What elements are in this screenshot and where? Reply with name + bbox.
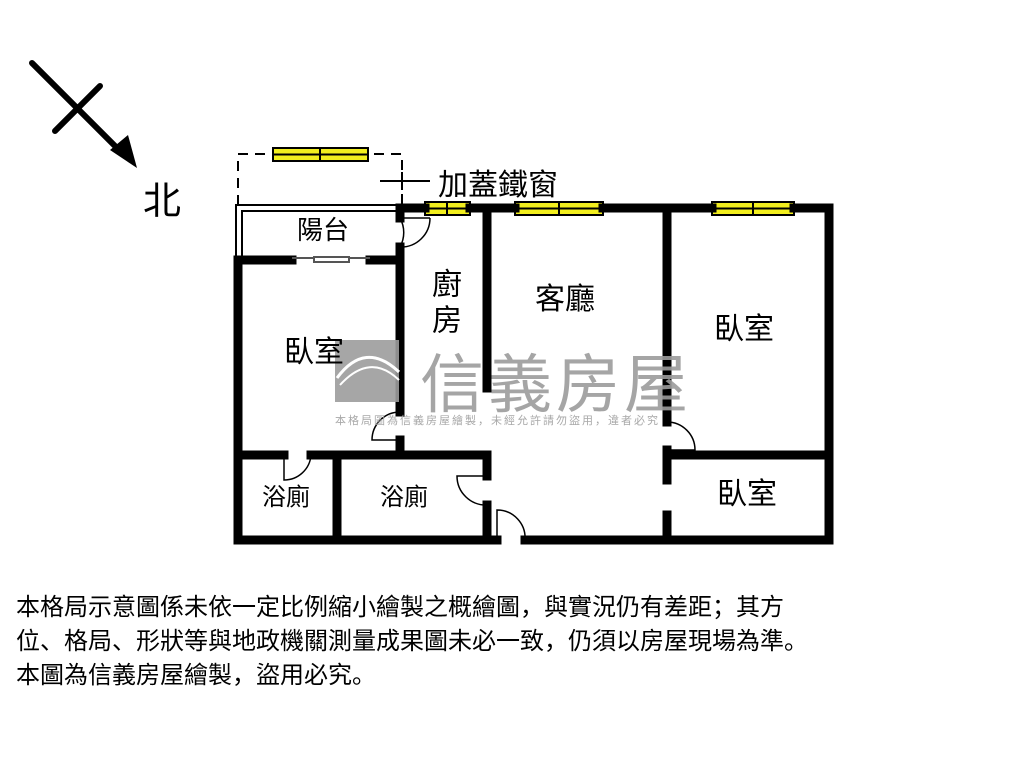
arrow-head-icon [110,135,137,168]
north-arrow-icon [29,60,125,156]
disclaimer-line: 位、格局、形狀等與地政機關測量成果圖未必一致，仍須以房屋現場為準。 [16,627,808,655]
iron-window-label: 加蓋鐵窗 [438,168,558,203]
room-label-bedroom-left: 臥室 [284,335,344,370]
disclaimer-line: 本格局示意圖係未依一定比例縮小繪製之概繪圖，與實況仍有差距；其方 [16,593,784,621]
walls [233,203,834,545]
room-label-bedroom-right-top: 臥室 [714,312,774,347]
watermark-notice: 本格局圖為信義房屋繪製，未經允許請勿盜用，違者必究 [335,414,660,427]
room-label-balcony: 陽台 [297,216,350,246]
brand-logo-icon [335,340,401,402]
balcony-wall [235,204,400,262]
north-label: 北 [143,179,182,223]
floor-plan [29,60,834,545]
watermark-brand: 信義房屋 [420,349,692,423]
sliding-door-icon [292,256,370,263]
room-label-bedroom-right-bottom: 臥室 [717,477,777,512]
room-label-bathroom-center: 浴廁 [380,483,428,511]
room-label-bathroom-left: 浴廁 [262,483,310,511]
room-label-living-room: 客廳 [535,282,595,317]
disclaimer-line: 本圖為信義房屋繪製，盜用必究。 [16,661,376,689]
disclaimer: 本格局示意圖係未依一定比例縮小繪製之概繪圖，與實況仍有差距；其方 位、格局、形狀… [16,590,1016,692]
door-swing-icon [283,217,696,541]
room-label-kitchen: 廚房 [426,268,461,340]
window-icon [272,147,795,216]
